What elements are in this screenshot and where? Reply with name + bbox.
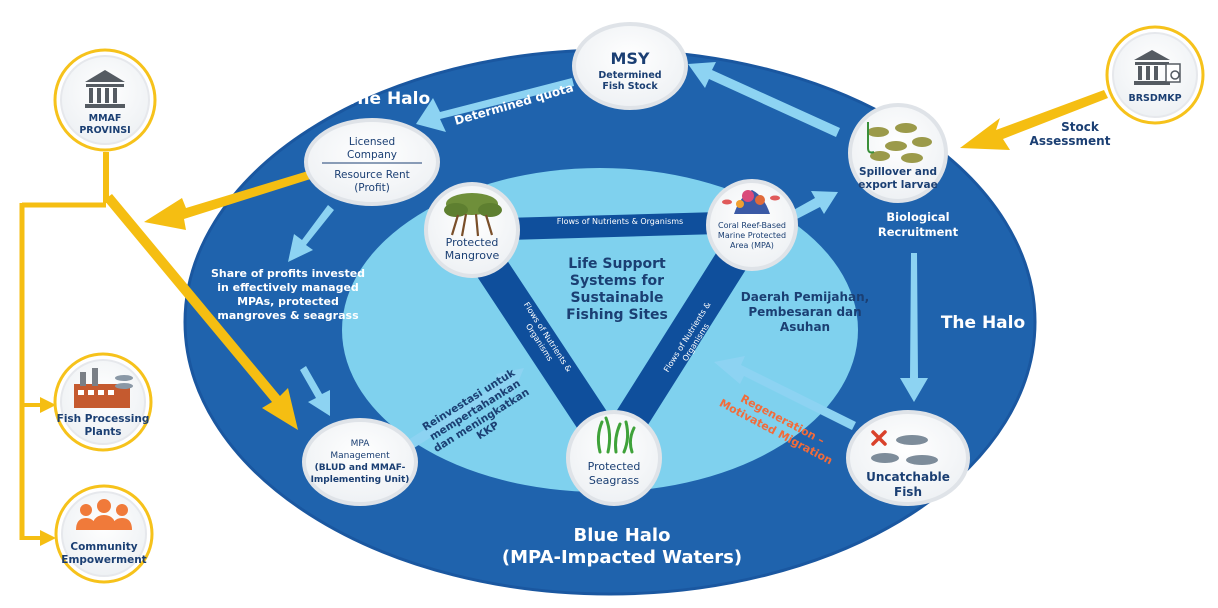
halo-bottom-title: Blue Halo — [574, 525, 671, 546]
mangrove-node: Protected Mangrove — [424, 182, 520, 278]
share-line-1: Share of profits invested — [211, 267, 365, 280]
share-line-4: mangroves & seagrass — [217, 309, 359, 322]
mpa-line-4: Implementing Unit) — [311, 475, 410, 485]
community-node: Community Empowerment — [54, 484, 154, 584]
biological-label: Biological Recruitment — [878, 210, 959, 239]
fish-processing-line-1: Fish Processing — [57, 413, 150, 425]
mpa-management-node: MPA Management (BLUD and MMAF- Implement… — [302, 418, 418, 506]
center-line-3: Sustainable — [570, 290, 663, 306]
licensed-company-node: Licensed Company Resource Rent (Profit) — [304, 118, 440, 206]
mpa-line-3: (BLUD and MMAF- — [315, 463, 406, 473]
halo-right-label: The Halo — [941, 313, 1025, 333]
coral-node: Coral Reef-Based Marine Protected Area (… — [706, 179, 798, 271]
fish-processing-line-2: Plants — [84, 426, 121, 438]
spillover-line-1: Spillover and — [859, 166, 937, 178]
research-building-icon — [1134, 50, 1181, 85]
brsdmkp-label: BRSDMKP — [1128, 93, 1181, 104]
spillover-line-2: export larvae — [858, 179, 937, 191]
community-line-1: Community — [70, 541, 137, 553]
fish-cross-icon — [871, 430, 938, 465]
share-line-2: in effectively managed — [217, 281, 359, 294]
uncatchable-line-1: Uncatchable — [866, 470, 950, 484]
licensed-line-3: Resource Rent — [334, 169, 410, 181]
biological-line-1: Biological — [886, 210, 949, 224]
coral-line-3: Area (MPA) — [730, 241, 774, 250]
factory-icon — [74, 368, 133, 408]
mmaf-provinsi-node: MMAF PROVINSI — [53, 48, 157, 152]
daerah-line-3: Asuhan — [780, 320, 830, 334]
seagrass-icon — [596, 416, 636, 454]
share-line-3: MPAs, protected — [237, 295, 339, 308]
mmaf-line-1: MMAF — [89, 113, 122, 124]
uncatchable-line-2: Fish — [894, 485, 922, 499]
share-label: Share of profits invested in effectively… — [211, 267, 365, 322]
stock-line-1: Stock — [1061, 120, 1100, 134]
seagrass-node: Protected Seagrass — [566, 410, 662, 506]
licensed-line-4: (Profit) — [354, 182, 390, 194]
biological-line-2: Recruitment — [878, 225, 959, 239]
msy-line-2: Fish Stock — [602, 81, 658, 92]
halo-top-label: The Halo — [346, 89, 430, 109]
coral-reef-icon — [722, 190, 780, 214]
mmaf-line-2: PROVINSI — [79, 125, 130, 136]
daerah-line-2: Pembesaran dan — [748, 305, 861, 319]
gold-connectors — [19, 90, 1108, 546]
mangrove-line-1: Protected — [446, 236, 499, 249]
daerah-line-1: Daerah Pemijahan, — [741, 290, 869, 304]
licensed-line-2: Company — [347, 149, 397, 161]
uncatchable-node: Uncatchable Fish — [846, 410, 970, 506]
government-building-icon — [85, 70, 125, 108]
seagrass-line-2: Seagrass — [589, 474, 639, 487]
center-line-1: Life Support — [568, 256, 666, 272]
licensed-line-1: Licensed — [349, 136, 395, 148]
stock-line-2: Assessment — [1030, 134, 1111, 148]
community-line-2: Empowerment — [61, 554, 146, 566]
center-line-4: Fishing Sites — [566, 307, 668, 323]
mpa-line-2: Management — [330, 451, 390, 461]
msy-title: MSY — [610, 49, 649, 68]
msy-line-1: Determined — [598, 70, 661, 81]
coral-line-1: Coral Reef-Based — [718, 221, 786, 230]
halo-bottom-subtitle: (MPA-Impacted Waters) — [502, 547, 742, 568]
daerah-label: Daerah Pemijahan, Pembesaran dan Asuhan — [741, 290, 869, 334]
coral-line-2: Marine Protected — [718, 231, 786, 240]
msy-node: MSY Determined Fish Stock — [572, 22, 688, 110]
mpa-line-1: MPA — [351, 439, 371, 449]
mangrove-tree-icon — [444, 193, 502, 237]
spillover-node: Spillover and export larvae — [848, 103, 948, 203]
mangrove-line-2: Mangrove — [445, 249, 500, 262]
brsdmkp-node: BRSDMKP — [1105, 25, 1205, 125]
fish-processing-node: Fish Processing Plants — [53, 352, 153, 452]
center-line-2: Systems for — [570, 273, 664, 289]
people-icon — [76, 499, 132, 530]
fish-school-icon — [867, 123, 932, 163]
halo-arrows — [288, 62, 928, 448]
stock-assessment-label: Stock Assessment — [1030, 120, 1111, 148]
center-title: Life Support Systems for Sustainable Fis… — [566, 256, 668, 323]
seagrass-line-1: Protected — [588, 460, 641, 473]
top-flow-label: Flows of Nutrients & Organisms — [557, 217, 683, 226]
